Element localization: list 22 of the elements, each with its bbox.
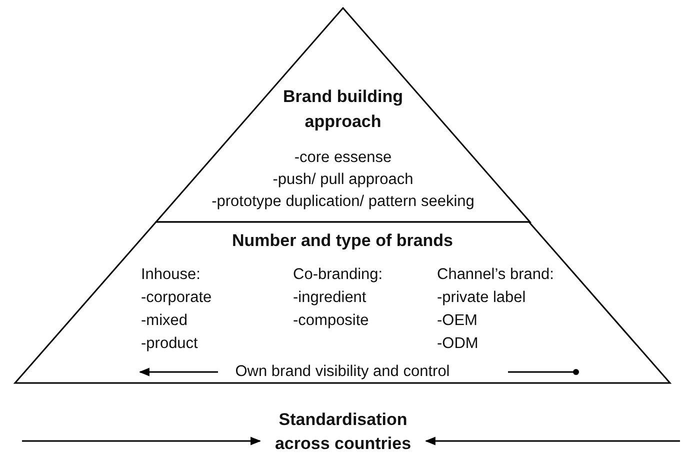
- list-item: -product: [141, 334, 198, 354]
- list-item: -push/ pull approach: [272, 170, 414, 190]
- list-item: -prototype duplication/ pattern seeking: [212, 192, 474, 212]
- pyramid-top-triangle: [156, 8, 530, 222]
- list-item: -private label: [437, 288, 526, 308]
- list-item: -composite: [293, 311, 369, 331]
- heading: Brand building approach: [282, 86, 404, 133]
- arrow: [22, 436, 262, 446]
- list-item: -corporate: [141, 288, 212, 308]
- column-heading: Channel’s brand:: [437, 265, 554, 285]
- arrow: [424, 436, 680, 446]
- heading: Standardisation across countries: [274, 409, 412, 455]
- list-item: -core essense: [294, 148, 392, 168]
- list-item: -OEM: [437, 311, 478, 331]
- list-item: -mixed: [141, 311, 188, 331]
- axis-label: Own brand visibility and control: [235, 362, 450, 382]
- pyramid-base-trapezoid: [15, 222, 670, 383]
- heading: Number and type of brands: [232, 230, 454, 252]
- list-item: -ingredient: [293, 288, 366, 308]
- column-heading: Co-branding:: [293, 265, 383, 285]
- list-item: -ODM: [437, 334, 478, 354]
- column-heading: Inhouse:: [141, 265, 200, 285]
